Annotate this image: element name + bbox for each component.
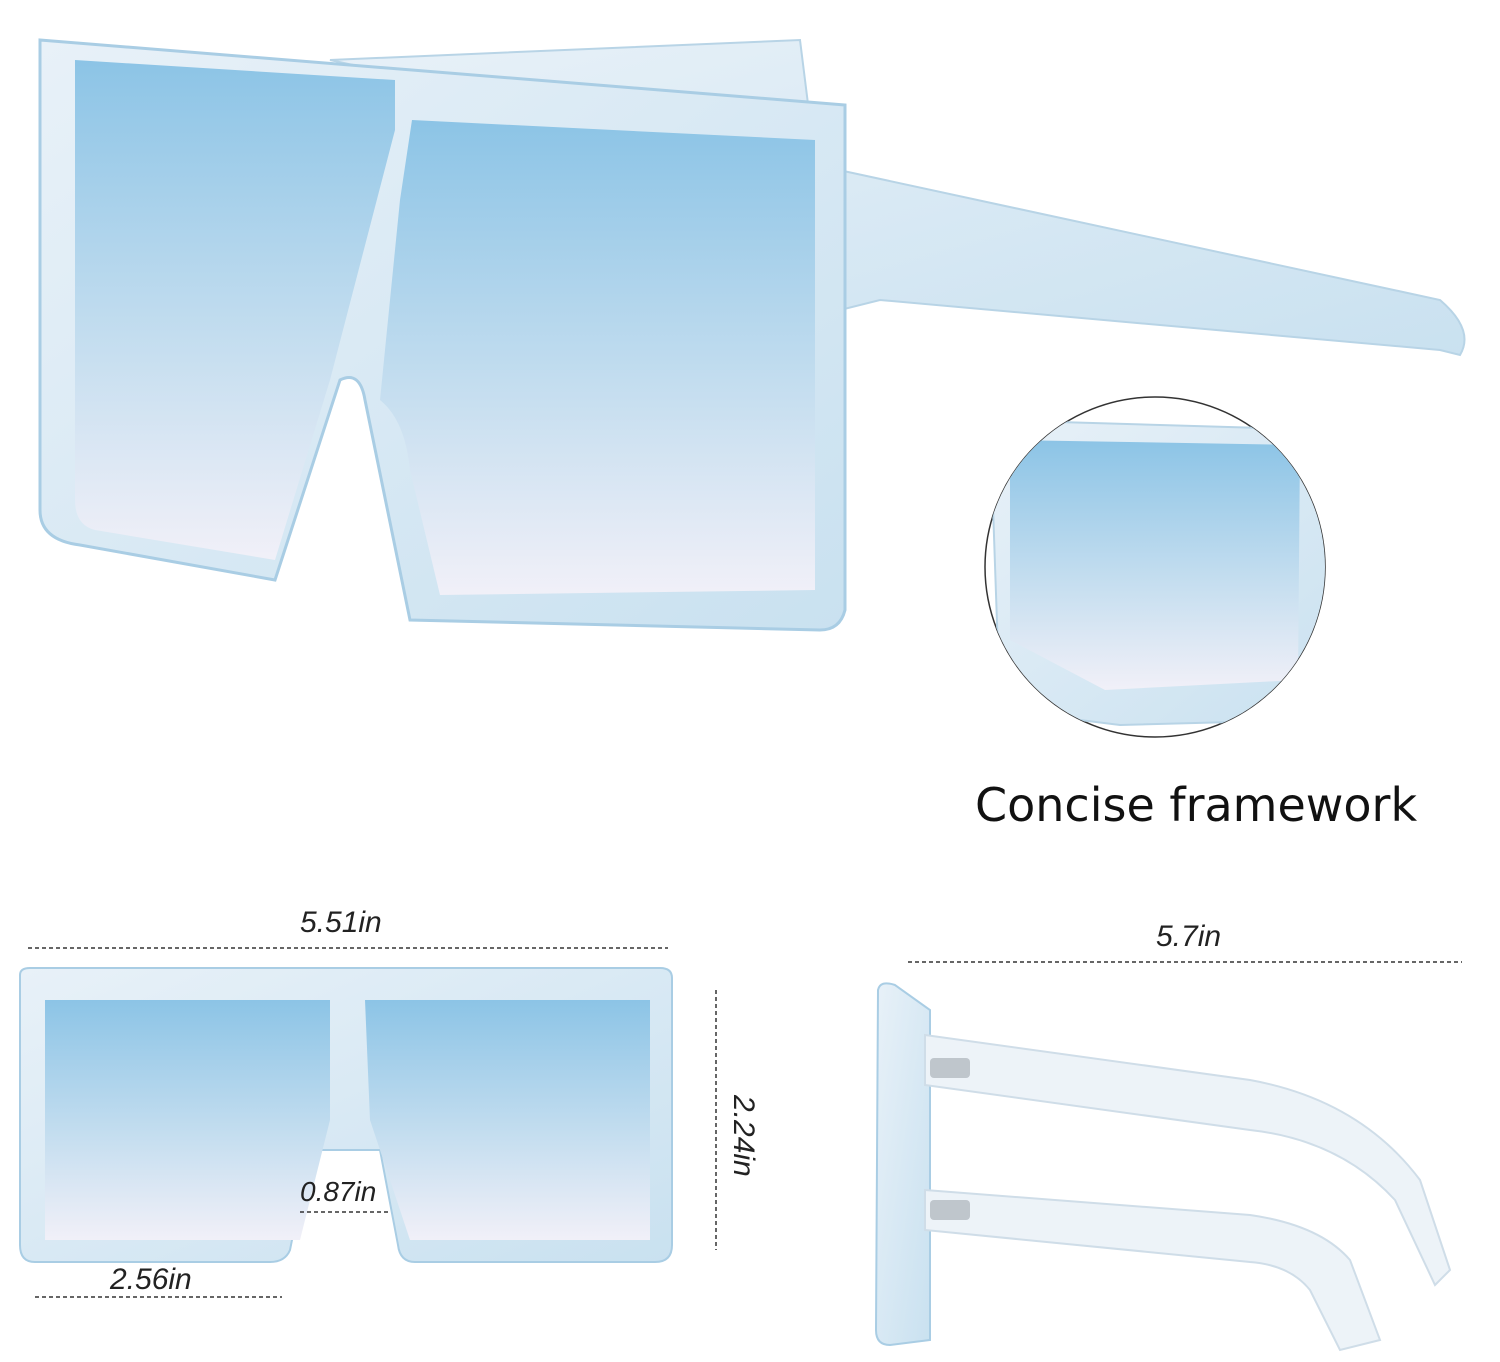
feature-caption: Concise framework	[975, 778, 1418, 832]
frame-detail-closeup	[984, 396, 1326, 738]
sunglasses-front-view	[19, 947, 717, 1298]
bridge-width-label: 0.87in	[300, 1176, 377, 1207]
frame-width-label: 5.51in	[300, 906, 382, 939]
lens-height-label: 2.24in	[727, 1095, 760, 1177]
lens-width-label: 2.56in	[110, 1263, 192, 1296]
sunglasses-perspective-view	[38, 38, 1466, 632]
sunglasses-side-view	[874, 961, 1462, 1352]
temple-length-label: 5.7in	[1156, 920, 1222, 953]
